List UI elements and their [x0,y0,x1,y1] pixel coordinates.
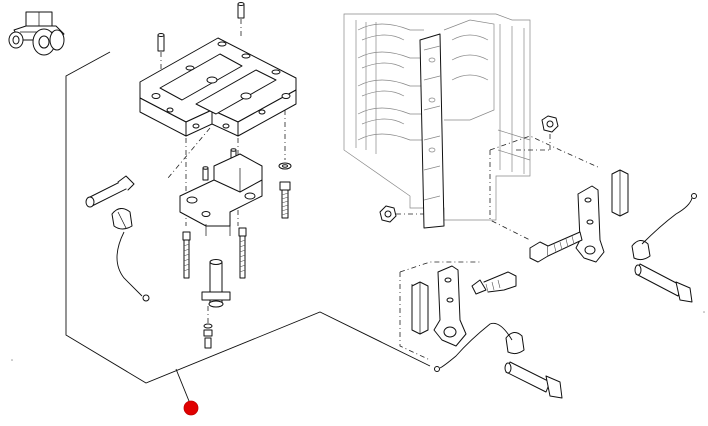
dowel-pin-right [237,2,245,19]
group-bracket [65,51,431,407]
washer [278,162,292,170]
dowel-pin-left [157,33,165,52]
long-bolt-right [238,227,247,279]
hex-bolt-horizontal-lower [471,271,517,295]
lanyard-cable-right-upper [641,197,693,245]
tractor-icon [8,11,65,56]
hex-nut-upper [541,115,559,133]
lower-bracket-block [179,153,263,236]
hex-bolt-horizontal-upper [529,231,583,263]
tractor-frame-section [343,13,531,229]
lift-link-upper [575,185,605,263]
hitch-pin-left [85,175,135,208]
lift-link-lower [433,265,467,347]
lanyard-cable-left [116,231,143,297]
long-bolt-left [182,231,191,279]
lynch-pin-clip-left [111,208,133,230]
spacer-block-upper [611,169,629,217]
hitch-bracket-plate [139,37,297,137]
callout-marker[interactable] [183,400,199,416]
small-washer-nut [203,323,213,349]
spacer-block-lower [411,281,429,335]
hex-bolt-vertical [279,181,291,219]
vertical-pin-with-handle [201,259,231,308]
lanyard-cable-right-lower [439,322,513,369]
hex-nut-lower [379,205,397,223]
dowel-pin-small-left [202,166,209,181]
lynch-pin-clip-right-upper [631,240,651,261]
hitch-pin-right-upper [634,263,693,303]
hitch-pin-right-lower [504,361,563,399]
